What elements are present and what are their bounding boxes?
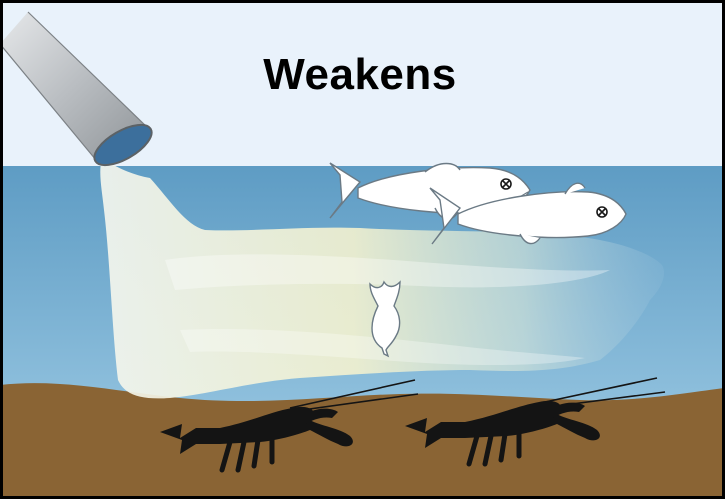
title: Weakens [200,50,520,100]
sediment [0,383,725,499]
